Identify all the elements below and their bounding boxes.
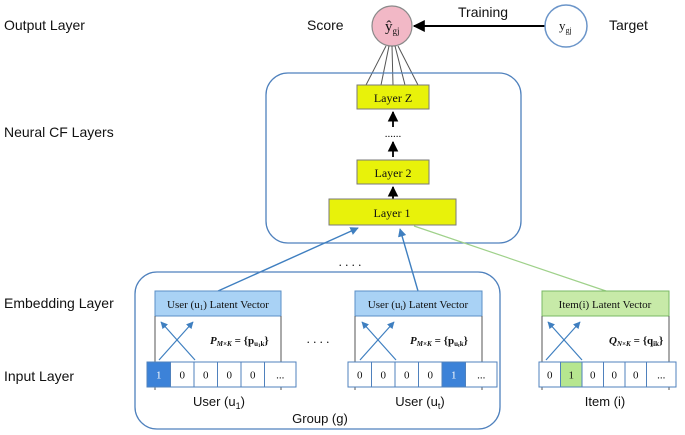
arrow-user1-to-layer1: [217, 227, 359, 292]
usert-input-cell-value: 0: [404, 370, 410, 382]
item-input-label: Item (i): [585, 394, 625, 409]
item-input-cell: [646, 361, 677, 388]
arrow-item-to-layer1: [413, 225, 607, 292]
middle-user-dots: . . . .: [307, 331, 330, 346]
layer-2: [356, 159, 430, 185]
user1-latent-vector-label: User (u1) Latent Vector: [167, 299, 269, 312]
arrow-usert-to-layer1: [398, 228, 419, 292]
score-label: Score: [307, 17, 344, 33]
item-input-cell-value: 0: [547, 370, 553, 382]
item-input-row: 0 1 0 0 0...: [538, 361, 677, 388]
score-symbol: ŷgj: [385, 19, 400, 36]
input-layer-label: Input Layer: [4, 368, 74, 384]
user1-input-cell-value: 0: [203, 370, 209, 382]
score-fan-lines: [365, 45, 419, 86]
usert-input-cell: [465, 361, 498, 388]
user1-input-cell-value: ...: [276, 370, 285, 382]
item-matrix-formula: QN×K= {qik}: [609, 335, 663, 348]
usert-input-cell-value: 0: [428, 370, 434, 382]
usert-input-cell-value: ...: [477, 370, 486, 382]
group-container: [134, 271, 501, 430]
usert-latent-vector: [354, 290, 483, 317]
user1-input-cell-value: 0: [250, 370, 256, 382]
item-latent-vector: [541, 290, 670, 317]
user1-embedding-block: User (u1) Latent Vector PM×K= {pu1k}: [154, 290, 282, 390]
item-input-cell-value: ...: [657, 370, 666, 382]
item-latent-vector-label: Item(i) Latent Vector: [559, 299, 652, 311]
usert-input-cell-value: 0: [357, 370, 363, 382]
usert-input-label: User (ut): [395, 394, 444, 411]
neural-cf-layers-label: Neural CF Layers: [4, 124, 114, 140]
usert-latent-vector-label: User (ut) Latent Vector: [368, 299, 469, 312]
training-label: Training: [458, 4, 508, 20]
usert-embedding-block: User (ut) Latent Vector PM×K= {putk}: [354, 290, 483, 390]
layer-1: [328, 198, 457, 226]
target-node: [544, 4, 588, 48]
user1-matrix-formula: PM×K= {pu1k}: [210, 335, 269, 349]
user1-latent-vector: [154, 290, 282, 317]
embedding-layer-label: Embedding Layer: [4, 295, 114, 311]
target-label: Target: [609, 17, 648, 33]
user1-input-cell-value: 0: [180, 370, 186, 382]
user1-input-cell: [264, 361, 297, 388]
ncf-ellipsis: ......: [385, 128, 402, 140]
target-symbol: ygj: [559, 18, 572, 35]
user1-input-cell-value: 0: [227, 370, 233, 382]
user1-input-label: User (u1): [193, 394, 245, 411]
item-input-cell-value: 1: [569, 370, 575, 382]
neural-cf-container: [265, 72, 522, 244]
usert-input-cell-value: 1: [451, 370, 457, 382]
layer-1-label: Layer 1: [374, 206, 411, 220]
item-input-cell-value: 0: [633, 370, 639, 382]
layer-2-label: Layer 2: [375, 166, 412, 180]
layer-z-label: Layer Z: [374, 91, 412, 105]
item-embedding-block: Item(i) Latent Vector QN×K= {qik}: [541, 290, 670, 390]
between-embeddings-dots: . . . .: [339, 254, 362, 269]
layer-z: [356, 84, 430, 110]
item-input-cell-value: 0: [612, 370, 618, 382]
group-label: Group (g): [292, 411, 348, 426]
usert-input-cell-value: 0: [381, 370, 387, 382]
output-layer-label: Output Layer: [4, 17, 85, 33]
usert-input-row: 0 0 0 0 1...: [347, 361, 498, 388]
usert-matrix-formula: PM×K= {putk}: [410, 335, 468, 349]
user1-input-cell-value: 1: [156, 370, 162, 382]
item-input-cell-value: 0: [590, 370, 596, 382]
user1-input-row: 1 0 0 0 0...: [146, 361, 297, 388]
